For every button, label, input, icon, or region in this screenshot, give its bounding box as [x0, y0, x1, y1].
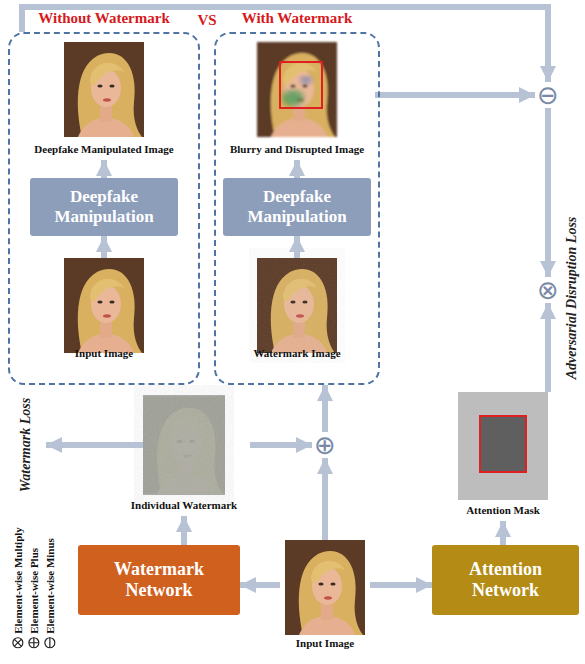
image-panel: Deepfake Manipulated Image: [22, 42, 186, 160]
box-label: Attention Network: [436, 559, 575, 600]
network-box: Watermark Network: [78, 545, 240, 615]
disrupted-photo: [257, 42, 337, 137]
group-panel: Without WatermarkDeepfake Manipulated Im…: [8, 32, 200, 385]
legend-text: Element-wise Plus: [28, 548, 40, 634]
flow-arrow: [545, 303, 551, 392]
image-panel: Input Image: [22, 258, 186, 364]
image-panel: Blurry and Disrupted Image: [219, 42, 375, 160]
process-box: Deepfake Manipulation: [223, 178, 371, 236]
group-title: With Watermark: [242, 10, 353, 27]
operator-stroke: [34, 638, 35, 648]
loss-arrow: [46, 442, 143, 448]
image-caption: Input Image: [75, 347, 133, 360]
image-caption: Watermark Image: [253, 347, 340, 360]
image-caption: Individual Watermark: [131, 499, 237, 512]
legend-symbol: [44, 637, 56, 649]
image-panel: Individual Watermark: [118, 395, 250, 516]
operator-symbol: ⊖: [535, 82, 561, 108]
legend-text: Element-wise Minus: [44, 538, 56, 634]
box-label: Deepfake Manipulation: [227, 187, 367, 226]
mask-background: [458, 392, 548, 500]
operator-node: ⊕: [312, 432, 338, 458]
comparison-label: VS: [198, 12, 217, 29]
deepfake-photo: [64, 42, 144, 137]
group-title: Without Watermark: [38, 10, 170, 27]
watermark-overlay: [257, 258, 337, 353]
legend-symbol: [28, 637, 40, 649]
flow-arrow: [294, 160, 300, 178]
image-caption: Blurry and Disrupted Image: [230, 143, 364, 156]
watermarked-photo: [257, 258, 337, 353]
legend: Element-wise Multiply Element-wise Plus El…: [10, 527, 58, 649]
loss-label: Adversarial Disruption Loss: [564, 217, 580, 380]
operator-circle: [29, 638, 39, 648]
operator-node: ⊖: [535, 82, 561, 108]
operator-node: ⊗: [535, 277, 561, 303]
operator-symbol: ⊕: [312, 432, 338, 458]
box-label: Watermark Network: [82, 559, 236, 600]
watermark-noise: [143, 395, 225, 495]
flow-arrow: [101, 160, 107, 178]
image-panel: Attention Mask: [450, 392, 556, 521]
operator-circle: [13, 638, 23, 648]
flow-arrow: [240, 582, 280, 588]
flow-arrow: [322, 385, 328, 432]
image-panel: Watermark Image: [219, 258, 375, 364]
group-panel: With WatermarkBlurry and Disrupted Image…: [214, 32, 380, 385]
flow-arrow: [545, 108, 551, 277]
image-caption: Deepfake Manipulated Image: [34, 143, 173, 156]
flow-arrow: [294, 236, 300, 258]
operator-stroke: [15, 639, 22, 646]
flow-arrow: [101, 236, 107, 258]
process-box: Deepfake Manipulation: [30, 178, 178, 236]
flow-arrow: [322, 458, 328, 540]
disrupted-photo-base: [257, 42, 337, 137]
flow-arrow: [370, 582, 432, 588]
box-label: Deepfake Manipulation: [34, 187, 174, 226]
legend-symbol: [12, 637, 24, 649]
input-photo: [64, 258, 144, 353]
flow-arrow: [22, 7, 548, 82]
flow-arrow: [500, 521, 506, 545]
legend-row: Element-wise Multiply: [10, 527, 26, 649]
mask-focus: [480, 416, 526, 472]
watermark-pattern: [143, 395, 225, 495]
network-box: Attention Network: [432, 545, 579, 615]
input-photo: [285, 540, 365, 635]
image-caption: Attention Mask: [466, 504, 540, 517]
loss-label: Watermark Loss: [18, 398, 34, 492]
flow-arrow: [375, 92, 535, 98]
operator-stroke: [15, 639, 22, 646]
operator-symbol: ⊗: [535, 277, 561, 303]
legend-row: Element-wise Plus: [26, 527, 42, 649]
image-caption: Input Image: [296, 637, 354, 650]
flow-arrow: [181, 516, 187, 545]
green-artifact: [282, 90, 304, 106]
operator-circle: [45, 638, 55, 648]
legend-row: Element-wise Minus: [42, 527, 58, 649]
flow-arrow: [250, 442, 312, 448]
disruption-box: [280, 62, 322, 108]
blue-artifact: [300, 76, 312, 84]
image-panel: Input Image: [280, 540, 370, 654]
legend-text: Element-wise Multiply: [12, 527, 24, 634]
operator-stroke: [50, 638, 51, 648]
